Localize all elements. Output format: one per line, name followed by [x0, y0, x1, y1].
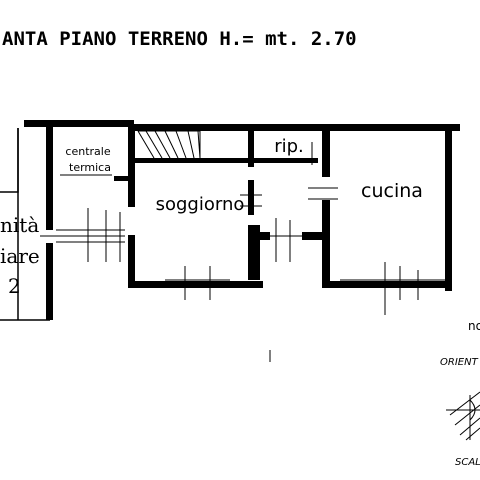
stair — [137, 130, 201, 159]
room-label-soggiorno: soggiorno — [156, 194, 245, 215]
compass-icon — [446, 391, 480, 441]
scale-label: SCAL — [455, 457, 480, 468]
room-label-centrale-2: termica — [69, 161, 111, 174]
room-label-cucina: cucina — [361, 180, 423, 202]
orientation-label: ORIENT — [440, 357, 479, 368]
plan-title: ANTA PIANO TERRENO H.= mt. 2.70 — [2, 28, 357, 50]
side-label-line2: iare — [0, 244, 40, 268]
outer-walls — [24, 120, 460, 320]
side-label-line3: 2 — [8, 274, 21, 298]
north-note: no — [468, 319, 480, 333]
room-label-ripostiglio: rip. — [274, 136, 304, 157]
adjacent-unit-outline — [0, 128, 50, 321]
side-label-line1: nità — [0, 213, 39, 237]
room-label-centrale-1: centrale — [65, 145, 110, 158]
openings — [40, 142, 445, 362]
